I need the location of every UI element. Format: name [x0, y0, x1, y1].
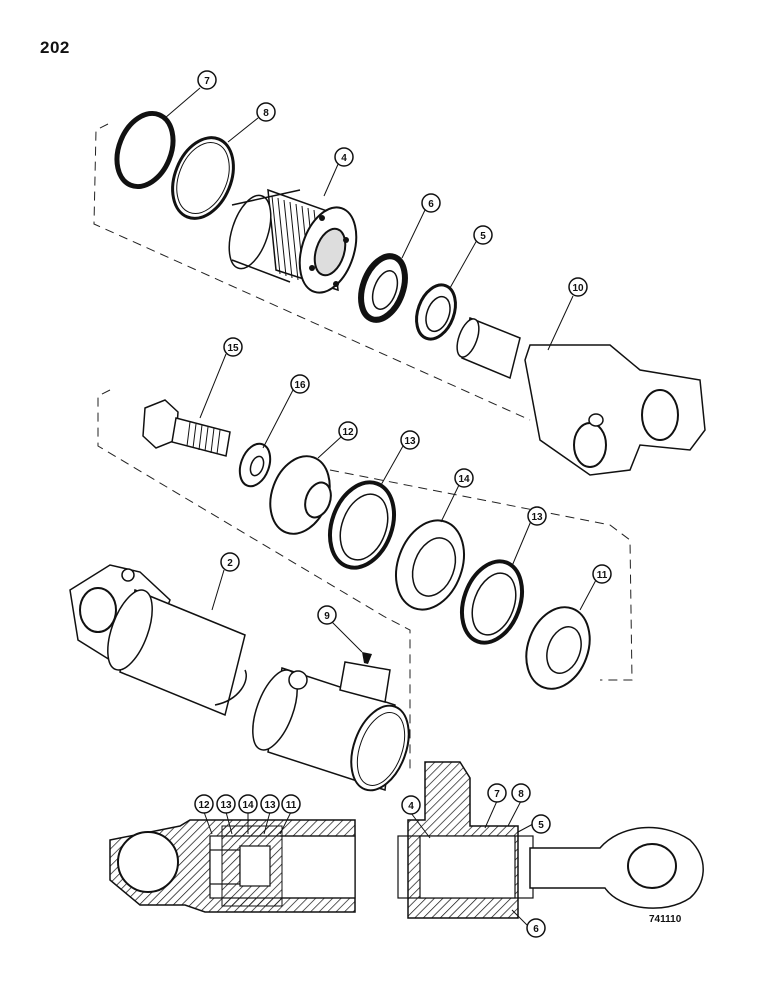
- part-seal-6: [358, 253, 408, 323]
- leader-lines: [164, 87, 597, 653]
- part-wiper-5: [415, 283, 457, 341]
- callout-9: 9: [324, 611, 330, 622]
- dashed-group-upper: [93, 123, 531, 421]
- section-view: [109, 761, 704, 919]
- part-piston-14: [395, 519, 465, 611]
- part-backup-ring-8: [171, 136, 235, 220]
- page-number: 202: [40, 38, 70, 57]
- section-callout-8: 8: [518, 789, 524, 800]
- callout-16: 16: [294, 380, 306, 391]
- callout-12: 12: [342, 427, 354, 438]
- dashed-group-middle: [97, 389, 411, 770]
- callout-10: 10: [572, 283, 584, 294]
- callout-7: 7: [204, 76, 210, 87]
- section-callout-5: 5: [538, 820, 544, 831]
- callout-2: 2: [227, 558, 233, 569]
- callout-13-upper: 13: [404, 436, 416, 447]
- part-screw-9: [362, 652, 372, 664]
- section-callout-6: 6: [533, 924, 539, 935]
- section-callout-7: 7: [494, 789, 500, 800]
- section-callout-11: 11: [286, 800, 297, 811]
- section-leader-lines: [203, 800, 534, 926]
- part-o-ring-7: [114, 110, 176, 190]
- callout-15: 15: [227, 343, 239, 354]
- callout-4: 4: [341, 153, 347, 164]
- callout-group: [197, 70, 612, 625]
- part-ring-11: [525, 606, 591, 690]
- callout-5: 5: [480, 231, 486, 242]
- callout-13-lower: 13: [531, 512, 543, 523]
- section-callout-4: 4: [408, 801, 414, 812]
- part-cylinder-tube-2: [69, 564, 410, 792]
- section-callout-13-a: 13: [220, 800, 232, 811]
- section-callout-12: 12: [198, 800, 210, 811]
- section-callout-13-b: 13: [264, 800, 276, 811]
- callout-11: 11: [597, 570, 608, 581]
- part-nut-12: [269, 455, 332, 535]
- callout-6: 6: [428, 199, 434, 210]
- section-callout-circles: [194, 783, 551, 938]
- part-rod-clevis-10: [456, 316, 706, 476]
- callout-8: 8: [263, 108, 269, 119]
- part-ring-13-lower: [460, 559, 524, 645]
- part-washer-16: [238, 442, 272, 488]
- drawing-code: 741110: [649, 914, 682, 925]
- part-ring-13-upper: [328, 480, 396, 570]
- section-callout-14: 14: [242, 800, 254, 811]
- callout-14: 14: [458, 474, 470, 485]
- part-head-4: [228, 188, 358, 294]
- part-bolt-15: [142, 399, 231, 457]
